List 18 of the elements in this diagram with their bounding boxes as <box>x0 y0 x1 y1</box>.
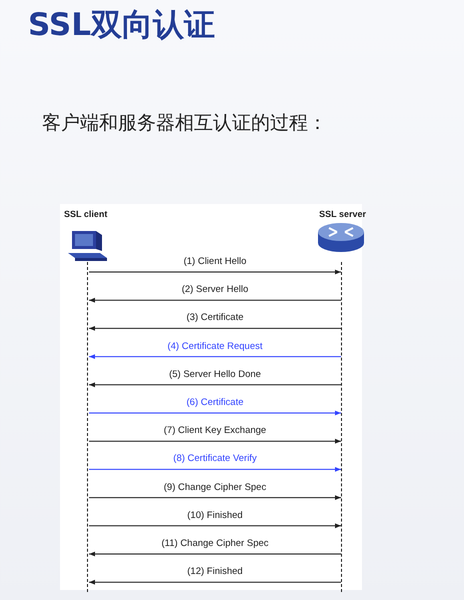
edge-label: (10) Finished <box>185 510 245 521</box>
lifeline <box>87 262 88 592</box>
edge-label: (1) Client Hello <box>182 256 248 267</box>
edge-label: (3) Certificate <box>184 312 246 324</box>
edge-label: (11) Change Cipher Spec <box>159 538 271 549</box>
lifeline <box>341 262 342 592</box>
title: SSL双向认证 <box>28 6 216 45</box>
edge-label: (6) Certificate <box>184 397 246 408</box>
participant-label: SSL server <box>319 209 366 219</box>
edge-label: (5) Server Hello Done <box>167 368 263 380</box>
edge-label: (2) Server Hello <box>180 284 250 296</box>
edge-label: (9) Change Cipher Spec <box>162 482 268 493</box>
edge-label: (8) Certificate Verify <box>171 453 259 464</box>
subtitle: 客户端和服务器相互认证的过程： <box>42 111 327 136</box>
participant-label: SSL client <box>64 209 108 219</box>
edge-label: (12) Finished <box>185 566 245 578</box>
edge-label: (7) Client Key Exchange <box>162 425 268 436</box>
edge-label: (4) Certificate Request <box>165 340 265 352</box>
